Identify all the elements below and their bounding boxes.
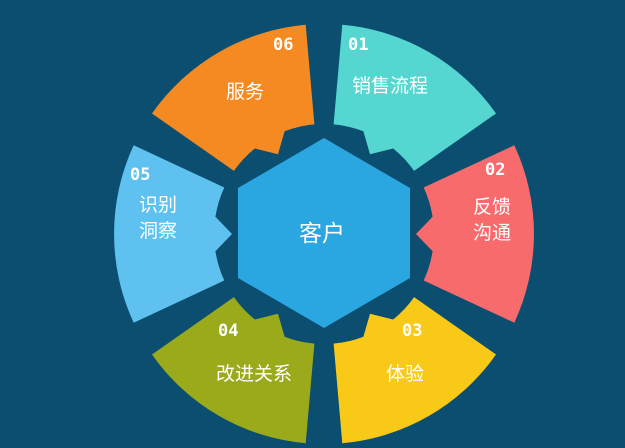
segment-label: 沟通 [473, 222, 511, 244]
segment-number: 04 [218, 321, 238, 341]
segment-shape-01 [333, 24, 496, 171]
segment-label: 改进关系 [216, 363, 292, 385]
segment-shape-02 [416, 145, 534, 323]
segment-label: 销售流程 [352, 75, 428, 97]
segment-label: 洞察 [139, 220, 177, 242]
segment-label: 服务 [226, 81, 264, 103]
center-label: 客户 [299, 221, 345, 247]
segment-label: 反馈 [473, 196, 511, 218]
segment-shape-03 [333, 297, 496, 444]
segment-number: 01 [348, 35, 368, 55]
segment-number: 05 [130, 165, 150, 185]
segment-number: 06 [273, 35, 293, 55]
segment-03: 03 体验 [333, 297, 496, 444]
segment-label: 体验 [386, 363, 424, 385]
segment-shape-05 [114, 145, 232, 323]
segment-06: 06 服务 [152, 24, 315, 171]
segment-shape-04 [152, 297, 315, 444]
segment-label: 识别 [139, 194, 177, 216]
center-hexagon-group: 客户 [238, 138, 410, 328]
segment-04: 04 改进关系 [152, 297, 315, 444]
center-hexagon [238, 138, 410, 328]
segment-01: 01 销售流程 [333, 24, 496, 171]
segment-shape-06 [152, 24, 315, 171]
segment-number: 03 [402, 321, 422, 341]
segment-number: 02 [485, 160, 505, 180]
